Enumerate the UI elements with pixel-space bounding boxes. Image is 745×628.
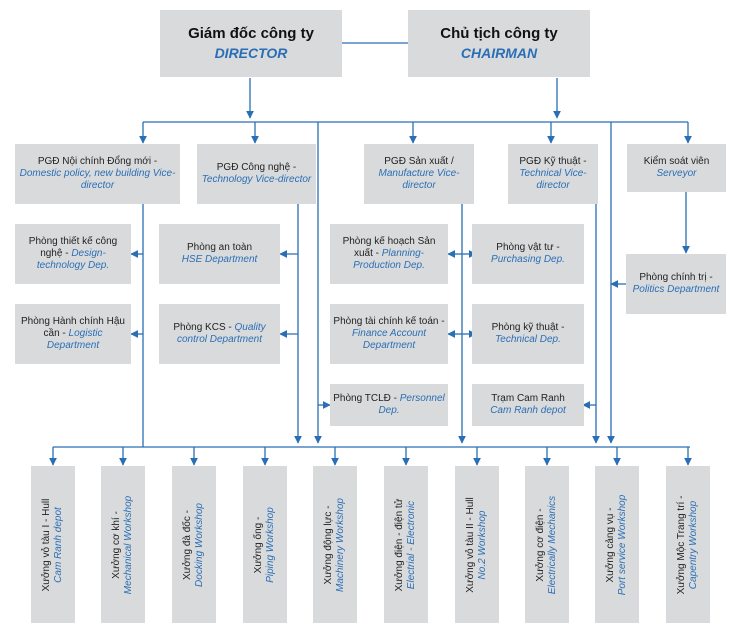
ws-8-vi: Xưởng cảng vụ - (605, 507, 616, 582)
dept-politics: Phòng chính trị - Politics Department (626, 254, 726, 314)
ws-2-vi: Xưởng đà đốc - (182, 509, 193, 580)
ws-7-en: Electrically Mechanics (547, 495, 558, 594)
dept-hse: Phòng an toàn HSE Department (159, 224, 280, 284)
workshop-machinery: Xưởng động lực - Machinery Workshop (313, 466, 357, 623)
workshop-mechanical: Xưởng cơ khí - Mechanical Workshop (101, 466, 145, 623)
chairman-label-en: CHAIRMAN (460, 45, 538, 61)
vice-0-en: Domestic policy, new building Vice-direc… (19, 168, 176, 191)
dept-4-vi: Phòng kế hoạch Sản xuất - (342, 236, 436, 259)
vice-2-vi: PGĐ Sản xuất / (384, 156, 454, 167)
ws-6-en: No.2 Workshop (477, 510, 488, 579)
vice-3-en: Technical Vice-director (519, 168, 587, 191)
ws-4-en: Machinery Workshop (335, 497, 346, 592)
dept-quality-control: Phòng KCS - Quality control Department (159, 304, 280, 364)
ws-8-en: Port service Workshop (617, 494, 628, 595)
vice-director-technology: PGĐ Công nghệ - Technology Vice-director (197, 144, 316, 204)
dept-planning-production: Phòng kế hoạch Sản xuất - Planning-Produ… (330, 224, 448, 284)
director-label-vi: Giám đốc công ty (188, 25, 314, 42)
workshop-port-service: Xưởng cảng vụ - Port service Workshop (595, 466, 639, 623)
ws-0-vi: Xưởng vỏ tàu I - Hull (41, 498, 52, 591)
dept-1-vi: Phòng Hành chính Hậu cần - (21, 316, 125, 339)
vice-director-domestic: PGĐ Nội chính Đổng mới - Domestic policy… (15, 144, 180, 204)
dept-7-en: Purchasing Dep. (491, 254, 565, 265)
ws-4-vi: Xưởng động lực - (323, 505, 334, 584)
director-box: Giám đốc công ty DIRECTOR (160, 10, 342, 77)
ws-9-en: Capentry Workshop (688, 500, 699, 589)
director-label-en: DIRECTOR (214, 45, 288, 61)
dept-8-vi: Phòng kỹ thuật - (491, 322, 565, 333)
dept-personnel: Phòng TCLĐ - Personnel Dep. (330, 384, 448, 426)
workshop-electrically-mechanics: Xưởng cơ điện - Electrically Mechanics (525, 466, 569, 623)
dept-3-en: Quality control Department (176, 322, 266, 345)
dept-2-vi: Phòng an toàn (186, 242, 253, 253)
dept-6-vi: Phòng TCLĐ - (333, 393, 400, 404)
vice-3-vi: PGĐ Kỹ thuật - (519, 156, 587, 167)
ws-1-vi: Xưởng cơ khí - (111, 510, 122, 579)
vice-1-vi: PGĐ Công nghệ - (216, 162, 297, 173)
workshop-hull-2: Xưởng vỏ tàu II - Hull No.2 Workshop (455, 466, 499, 623)
dept-0-en: Design-technology Dep. (36, 248, 110, 271)
ws-5-vi: Xưởng điện - điện tử (394, 498, 405, 591)
dept-logistic: Phòng Hành chính Hậu cần - Logistic Depa… (15, 304, 131, 364)
ws-7-vi: Xưởng cơ điện - (535, 507, 546, 582)
dept-5-vi: Phòng tài chính kế toán - (333, 316, 445, 327)
dept-4-en: Planning-Production Dep. (353, 248, 425, 271)
vice-director-technical: PGĐ Kỹ thuật - Technical Vice-director (508, 144, 598, 204)
dept-technical: Phòng kỹ thuật - Technical Dep. (472, 304, 584, 364)
dept-10-en: Politics Department (632, 284, 720, 295)
workshop-electrical: Xưởng điện - điện tử Electrial - Electro… (384, 466, 428, 623)
dept-0-vi: Phòng thiết kế công nghệ - (28, 236, 118, 259)
chairman-label-vi: Chủ tịch công ty (440, 25, 558, 42)
ws-9-vi: Xưởng Mộc Trang trí - (676, 495, 687, 594)
dept-9-vi: Trạm Cam Ranh (491, 393, 565, 404)
vice-1-en: Technology Vice-director (201, 174, 312, 185)
dept-5-en: Finance Account Department (351, 328, 427, 351)
dept-purchasing: Phòng vật tư - Purchasing Dep. (472, 224, 584, 284)
ws-2-en: Docking Workshop (194, 502, 205, 587)
workshop-carpentry: Xưởng Mộc Trang trí - Capentry Workshop (666, 466, 710, 623)
chairman-box: Chủ tịch công ty CHAIRMAN (408, 10, 590, 77)
dept-3-vi: Phòng KCS - (173, 322, 235, 333)
dept-2-en: HSE Department (181, 254, 258, 265)
dept-9-en: Cam Ranh depot (490, 405, 566, 416)
ws-6-vi: Xưởng vỏ tàu II - Hull (465, 496, 476, 593)
ws-1-en: Mechanical Workshop (123, 495, 134, 594)
dept-6-en: Personnel Dep. (378, 393, 445, 416)
workshop-docking: Xưởng đà đốc - Docking Workshop (172, 466, 216, 623)
ws-0-en: Cam Ranh depot (53, 506, 64, 583)
vice-4-en: Serveyor (656, 168, 697, 179)
dept-7-vi: Phòng vật tư - (496, 242, 560, 253)
vice-0-vi: PGĐ Nội chính Đổng mới - (37, 156, 158, 167)
workshop-piping: Xưởng ống - Piping Workshop (243, 466, 287, 623)
ws-3-en: Piping Workshop (265, 506, 276, 583)
vice-4-vi: Kiểm soát viên (643, 156, 710, 167)
serveyor-box: Kiểm soát viên Serveyor (627, 144, 726, 192)
dept-design-technology: Phòng thiết kế công nghệ - Design-techno… (15, 224, 131, 284)
dept-cam-ranh-depot: Trạm Cam Ranh Cam Ranh depot (472, 384, 584, 426)
dept-finance-account: Phòng tài chính kế toán - Finance Accoun… (330, 304, 448, 364)
vice-director-production: PGĐ Sản xuất / Manufacture Vice-director (364, 144, 474, 204)
dept-1-en: Logistic Department (46, 328, 103, 351)
dept-10-vi: Phòng chính trị - (639, 272, 713, 283)
ws-5-en: Electrial - Electronic (406, 500, 417, 589)
vice-2-en: Manufacture Vice-director (378, 168, 460, 191)
ws-3-vi: Xưởng ống - (253, 516, 264, 573)
dept-8-en: Technical Dep. (495, 334, 561, 345)
